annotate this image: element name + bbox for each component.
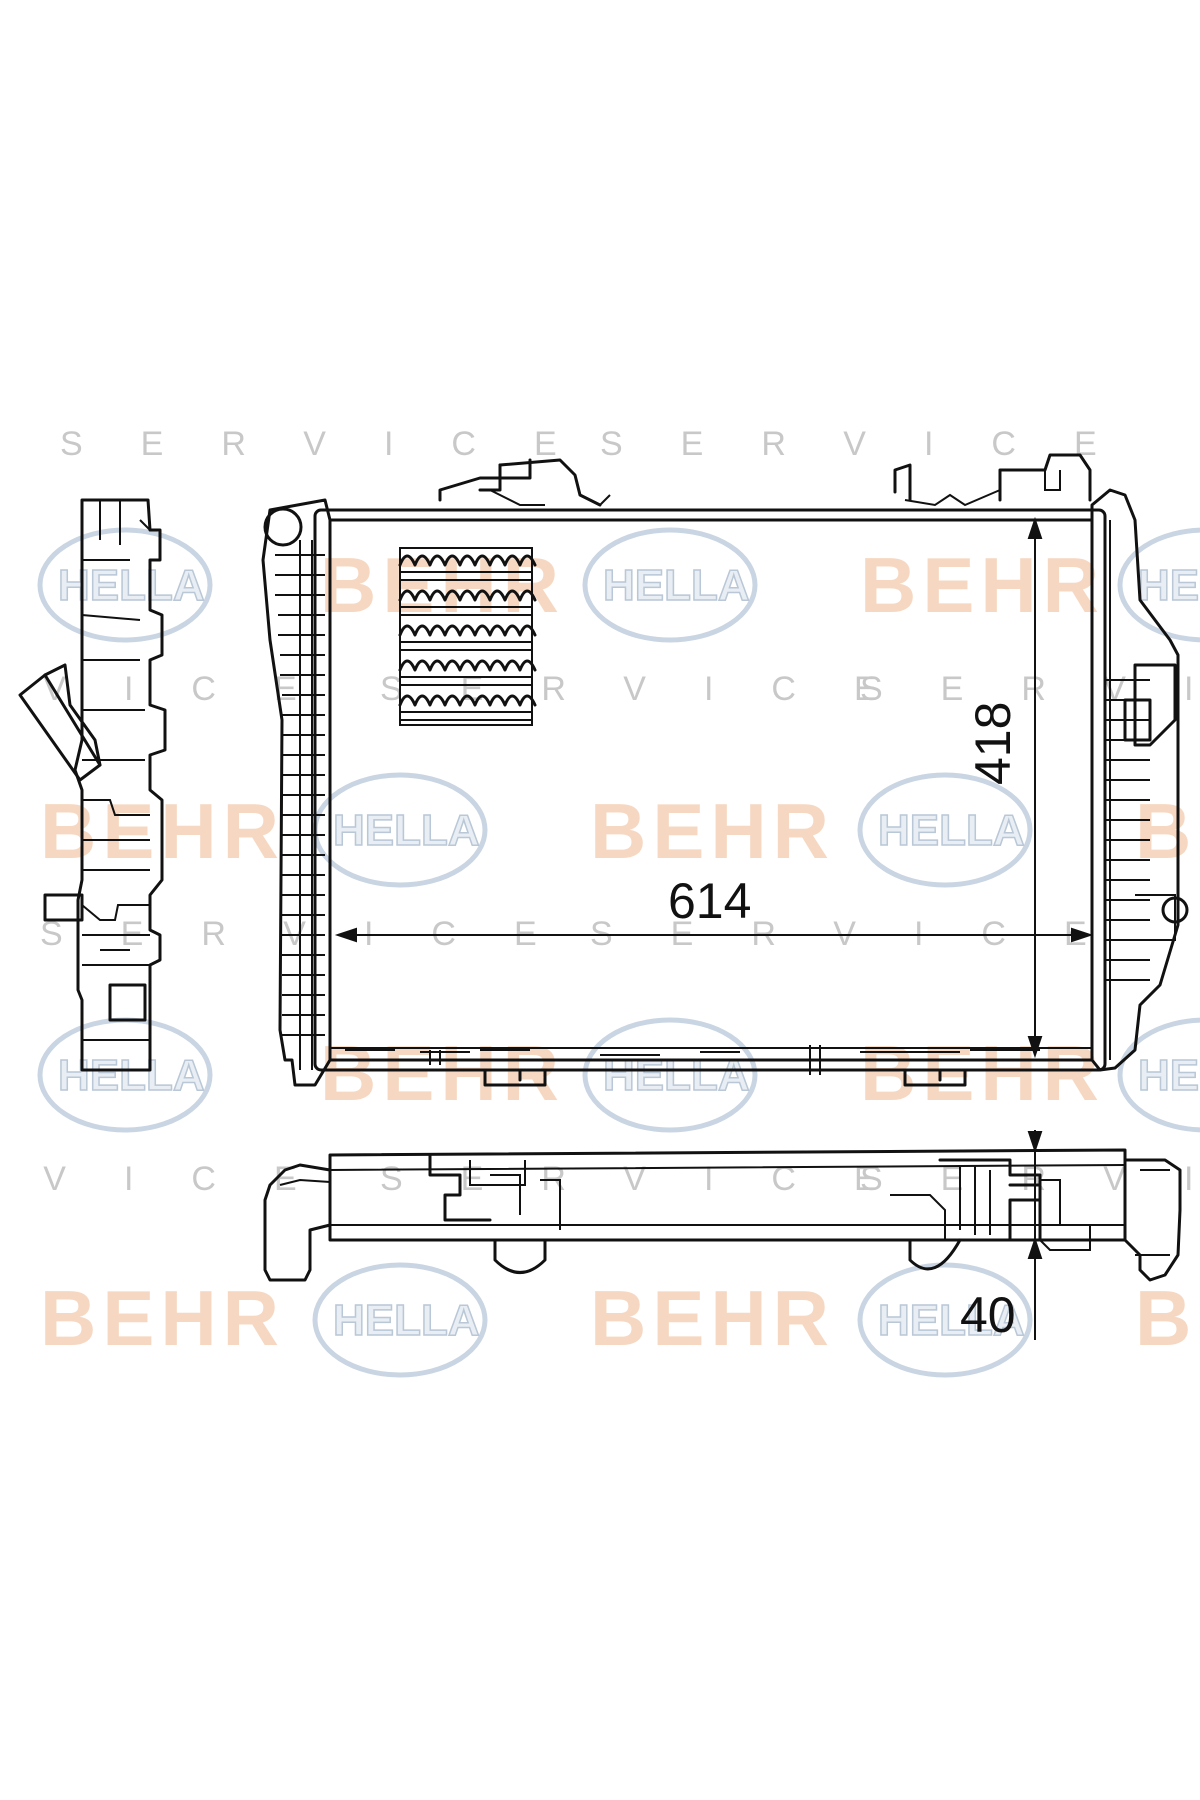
watermark-behr-logo: BEHR bbox=[320, 1029, 565, 1117]
watermark-hella-logo: HELLA bbox=[857, 1262, 1033, 1378]
height-dimension-label: 418 bbox=[965, 702, 1021, 785]
watermark-hella-text: HELLA bbox=[878, 806, 1025, 855]
radiator-side-view bbox=[18, 498, 167, 1072]
depth-dimension-label: 40 bbox=[960, 1287, 1016, 1343]
watermark-hella-text: HELLA bbox=[1138, 561, 1200, 610]
radiator-top-view bbox=[263, 1130, 1182, 1340]
watermark-hella-text: HELLA bbox=[878, 1296, 1025, 1345]
watermark-hella-logo: HELLA bbox=[582, 527, 758, 643]
watermark-layer: SERVICE SERVICE SERVICE SERVICE SERVICE … bbox=[0, 425, 1200, 1378]
radiator-fin-detail bbox=[398, 547, 537, 726]
watermark-service-text: SERVICE bbox=[380, 670, 935, 708]
watermark-service-text: SERVICE bbox=[860, 670, 1200, 708]
watermark-hella-text: HELLA bbox=[603, 561, 750, 610]
watermark-behr-logo: BEHR bbox=[40, 787, 285, 875]
watermark-hella-text: HELLA bbox=[603, 1051, 750, 1100]
watermark-service-text: SERVICE bbox=[0, 670, 355, 708]
watermark-hella-logo: HELLA bbox=[312, 1262, 488, 1378]
watermark-hella-text: HELLA bbox=[58, 1051, 205, 1100]
watermark-service-text: SERVICE bbox=[60, 425, 615, 463]
watermark-hella-logo: HELLA bbox=[37, 527, 213, 643]
watermark-behr-logo: BEHR bbox=[860, 541, 1105, 629]
watermark-behr-logo: BEHR bbox=[590, 1274, 835, 1362]
watermark-hella-text: HELLA bbox=[333, 806, 480, 855]
radiator-front-view bbox=[261, 453, 1189, 1087]
watermark-hella-logo: HELLA bbox=[312, 772, 488, 888]
watermark-hella-logo: HELLA bbox=[37, 1017, 213, 1133]
watermark-service-text: SERVICE bbox=[0, 1160, 355, 1198]
left-tank-slats bbox=[275, 540, 325, 1070]
watermark-service-text: SERVICE bbox=[600, 425, 1155, 463]
width-dimension-label: 614 bbox=[668, 873, 751, 929]
watermark-hella-text: HELLA bbox=[58, 561, 205, 610]
watermark-behr-logo: BEHR bbox=[860, 1029, 1105, 1117]
watermark-hella-logo: HELLA bbox=[1117, 527, 1200, 643]
watermark-hella-logo: HELLA bbox=[1117, 1017, 1200, 1133]
watermark-behr-logo: BEHR bbox=[40, 1274, 285, 1362]
watermark-service-text: SERVICE bbox=[380, 1160, 935, 1198]
watermark-behr-logo: BEHR bbox=[590, 787, 835, 875]
watermark-hella-logo: HELLA bbox=[582, 1017, 758, 1133]
watermark-hella-text: HELLA bbox=[1138, 1051, 1200, 1100]
watermark-behr-logo: BEHR bbox=[1135, 1274, 1200, 1362]
watermark-hella-logo: HELLA bbox=[857, 772, 1033, 888]
watermark-hella-text: HELLA bbox=[333, 1296, 480, 1345]
